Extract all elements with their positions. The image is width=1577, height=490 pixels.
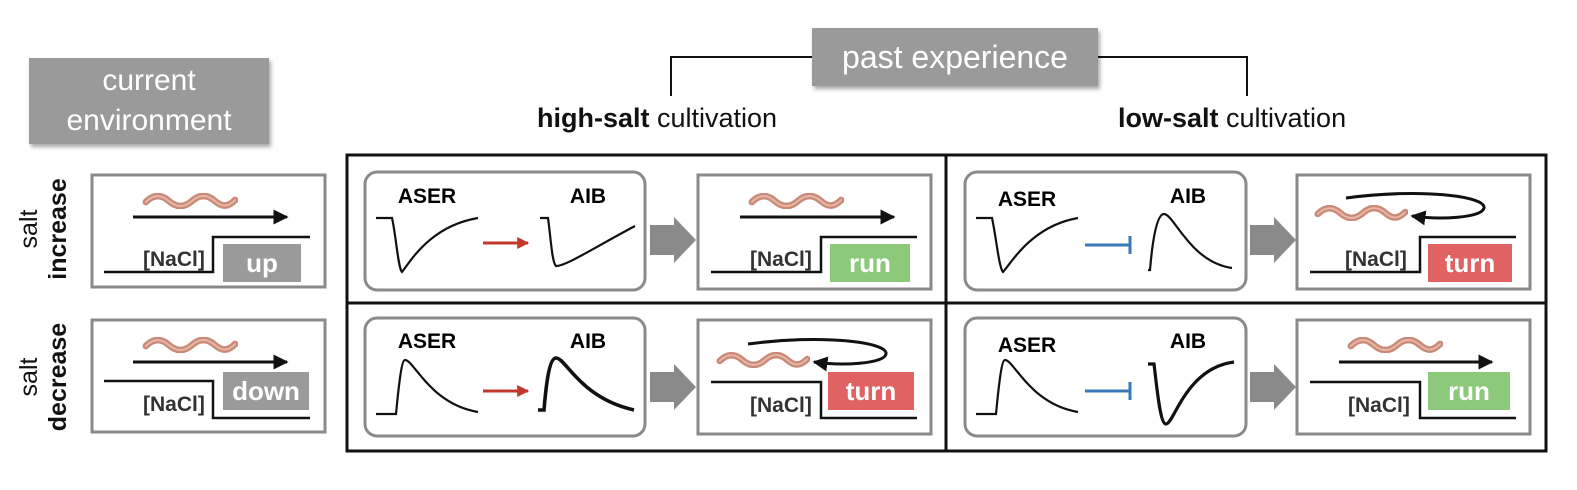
run-badge (830, 244, 910, 282)
aib-trace (540, 216, 636, 268)
current-environment-line2: environment (66, 104, 232, 137)
env-decrease-panel: [NaCl] down (90, 318, 327, 434)
aib-trace (1148, 212, 1233, 272)
current-environment-line1: current (102, 64, 196, 97)
low-salt-column-heading: low-salt cultivation (1118, 103, 1346, 134)
down-badge-text: down (232, 376, 300, 406)
past-experience-label: past experience (812, 28, 1098, 86)
aser-label: ASER (398, 185, 456, 208)
high-salt-rest: cultivation (649, 103, 778, 133)
low-salt-rest: cultivation (1218, 103, 1347, 133)
up-badge-text: up (246, 248, 278, 278)
low-decrease-circuit-panel: ASER AIB (963, 316, 1248, 438)
env-decrease-stimulus: [NaCl] (143, 393, 205, 416)
current-environment-label: current environment (29, 58, 269, 144)
aib-label: AIB (1170, 330, 1206, 353)
run-badge-text: run (849, 248, 891, 278)
nacl-step-down-trace (104, 379, 310, 420)
high-increase-behavior-panel: [NaCl] run (696, 173, 933, 291)
high-decrease-behavior-panel: [NaCl] turn (696, 318, 933, 436)
turn-badge-text: turn (846, 376, 897, 406)
turn-badge (1428, 244, 1512, 282)
env-increase-panel: [NaCl] up (90, 173, 327, 289)
stimulus-label: [NaCl] (1348, 394, 1410, 417)
turn-arrow-icon (747, 337, 888, 372)
turn-badge-text: turn (1445, 248, 1496, 278)
past-experience-text: past experience (842, 38, 1068, 75)
aser-label: ASER (398, 330, 456, 353)
nacl-step-down-trace (1310, 380, 1516, 420)
up-badge (223, 244, 301, 282)
high-salt-column-heading: high-salt cultivation (537, 103, 777, 134)
turn-arrow-icon (1345, 191, 1486, 226)
run-badge-text: run (1448, 376, 1490, 406)
stimulus-label: [NaCl] (750, 394, 812, 417)
aser-label: ASER (998, 334, 1056, 357)
aib-trace (1148, 360, 1235, 426)
high-decrease-circuit-panel: ASER AIB (363, 316, 647, 438)
high-salt-bold: high-salt (537, 103, 650, 133)
run-badge (1428, 372, 1510, 410)
nacl-step-up-trace (711, 235, 917, 274)
aser-trace (976, 216, 1079, 274)
aib-label: AIB (570, 185, 606, 208)
transition-arrow-icon (1250, 217, 1296, 263)
low-increase-circuit-panel: ASER AIB (963, 170, 1248, 292)
high-increase-circuit-panel: ASER AIB (363, 170, 647, 292)
low-increase-behavior-panel: [NaCl] turn (1295, 173, 1532, 291)
down-badge (223, 372, 309, 410)
low-salt-bold: low-salt (1118, 103, 1219, 133)
transition-arrow-icon (650, 217, 696, 263)
aser-trace (976, 358, 1079, 416)
aser-trace (376, 358, 479, 416)
aser-label: ASER (998, 188, 1056, 211)
nacl-step-up-trace (104, 235, 310, 274)
env-increase-stimulus: [NaCl] (143, 248, 205, 271)
aib-label: AIB (570, 330, 606, 353)
nacl-step-up-trace (1310, 235, 1516, 274)
transition-arrow-icon (650, 364, 696, 410)
stimulus-label: [NaCl] (750, 248, 812, 271)
nacl-step-down-trace (711, 380, 917, 420)
aser-trace (376, 216, 479, 274)
stimulus-label: [NaCl] (1345, 248, 1407, 271)
low-decrease-behavior-panel: [NaCl] run (1295, 318, 1532, 436)
aib-label: AIB (1170, 185, 1206, 208)
aib-trace (538, 356, 635, 412)
transition-arrow-icon (1250, 364, 1296, 410)
turn-badge (828, 372, 914, 410)
